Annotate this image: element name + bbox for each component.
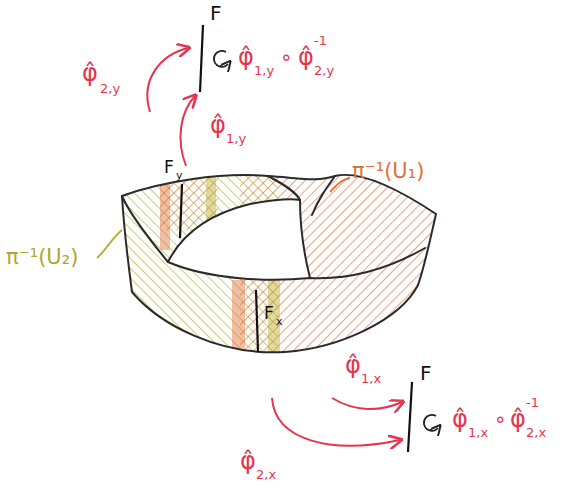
inverse-mark: -1 — [526, 396, 539, 410]
hatching — [100, 150, 450, 370]
compose-symbol: ∘ — [280, 46, 293, 68]
map-symbol: φ̂ — [238, 44, 254, 70]
map-symbol: φ̂ — [240, 448, 256, 474]
fibre-line — [256, 290, 258, 352]
fibre-line — [180, 184, 182, 238]
map-index: 2,y — [314, 64, 334, 78]
rotation-symbol — [214, 51, 228, 67]
compose-symbol: ∘ — [494, 408, 507, 430]
fibre-name: F — [264, 304, 274, 323]
fibre-line — [200, 25, 203, 92]
fibre-line — [408, 382, 412, 452]
map-arrow — [147, 48, 402, 446]
map-symbol: φ̂ — [298, 44, 314, 70]
map-index: 2,y — [100, 82, 120, 96]
fibre-index: y — [176, 170, 183, 182]
fibre-name: F — [420, 362, 432, 384]
map-symbol: φ̂ — [82, 60, 98, 86]
map-index: 1,x — [468, 426, 488, 440]
map-index: 1,y — [226, 132, 246, 146]
map-symbol: φ̂ — [210, 112, 226, 138]
map-index: 2,x — [526, 426, 546, 440]
region-label: π⁻¹(U₂) — [6, 246, 78, 269]
map-index: 1,x — [361, 372, 381, 386]
leader-line — [97, 230, 122, 258]
region-label: π⁻¹(U₁) — [352, 160, 424, 183]
fibre-index: x — [276, 316, 283, 328]
fibre-name: F — [210, 2, 222, 24]
map-symbol: φ̂ — [452, 406, 468, 432]
map-index: 1,y — [254, 64, 274, 78]
map-symbol: φ̂ — [345, 352, 361, 378]
fibre-name: F — [164, 158, 174, 177]
map-index: 2,x — [256, 468, 276, 482]
leader-line — [330, 178, 350, 192]
rotation-symbol — [424, 415, 438, 431]
inverse-mark: -1 — [314, 34, 327, 48]
band-outline — [122, 175, 436, 352]
map-symbol: φ̂ — [510, 406, 526, 432]
